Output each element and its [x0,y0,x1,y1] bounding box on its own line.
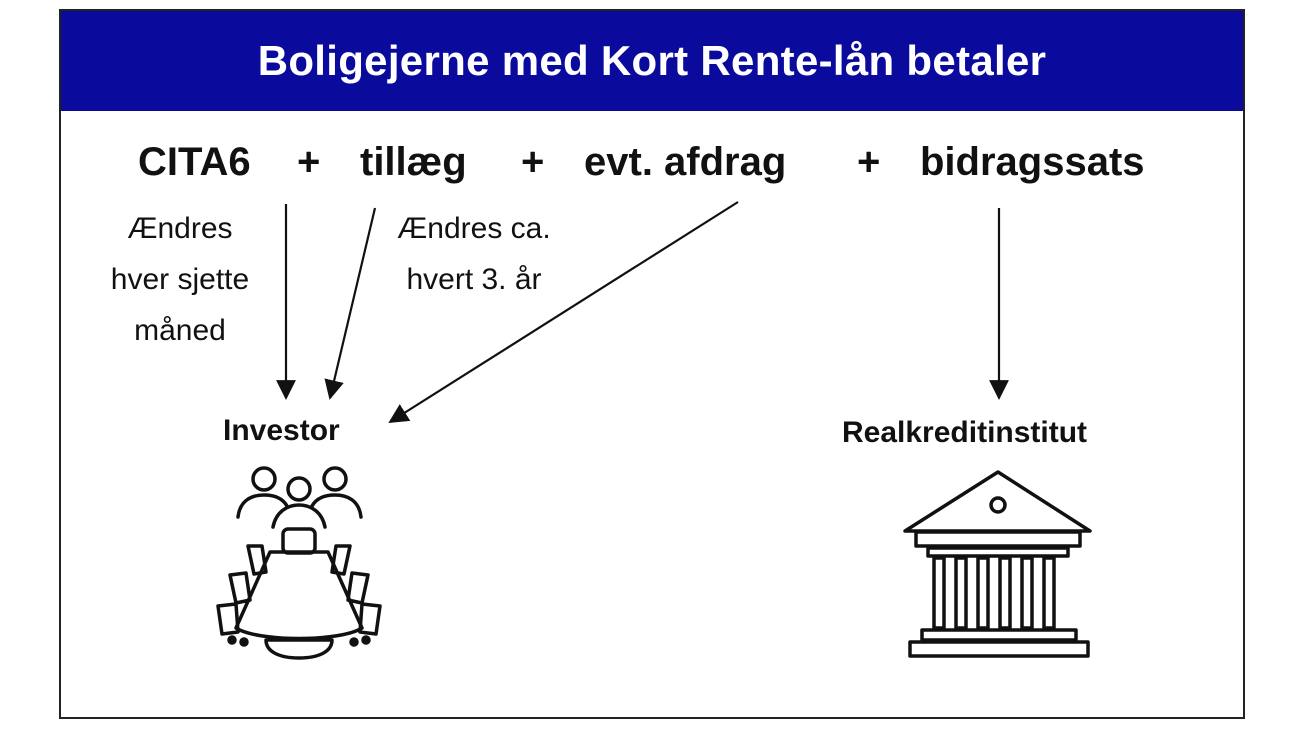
term-tillaeg: tillæg [360,140,467,184]
plus-sign-3: + [857,140,881,184]
note-cita6-line1: Ændres [127,212,233,245]
title-banner: Boligejerne med Kort Rente-lån betaler [61,11,1243,111]
note-tillaeg-line1: Ændres ca. [397,212,551,245]
note-cita6: Ændres hver sjette måned [88,203,272,356]
term-bidragssats: bidragssats [920,140,1145,184]
note-tillaeg: Ændres ca. hvert 3. år [376,203,572,305]
meeting-table-people-icon [216,466,382,660]
diagram-frame: Boligejerne med Kort Rente-lån betaler [59,9,1245,719]
term-afdrag: evt. afdrag [584,140,787,184]
diagram-title: Boligejerne med Kort Rente-lån betaler [257,37,1047,84]
plus-sign-2: + [521,140,545,184]
arrow-tillaeg-to-investor [324,207,377,400]
term-cita6: CITA6 [138,140,251,184]
note-tillaeg-line2: hvert 3. år [406,263,542,296]
plus-sign-1: + [297,140,321,184]
label-investor: Investor [223,414,340,447]
note-cita6-line2: hver sjette [110,263,250,296]
label-realkreditinstitut: Realkreditinstitut [842,416,1088,449]
note-cita6-line3: måned [134,314,226,347]
bank-building-icon [903,470,1092,658]
arrow-afdrag-to-investor [388,201,739,424]
